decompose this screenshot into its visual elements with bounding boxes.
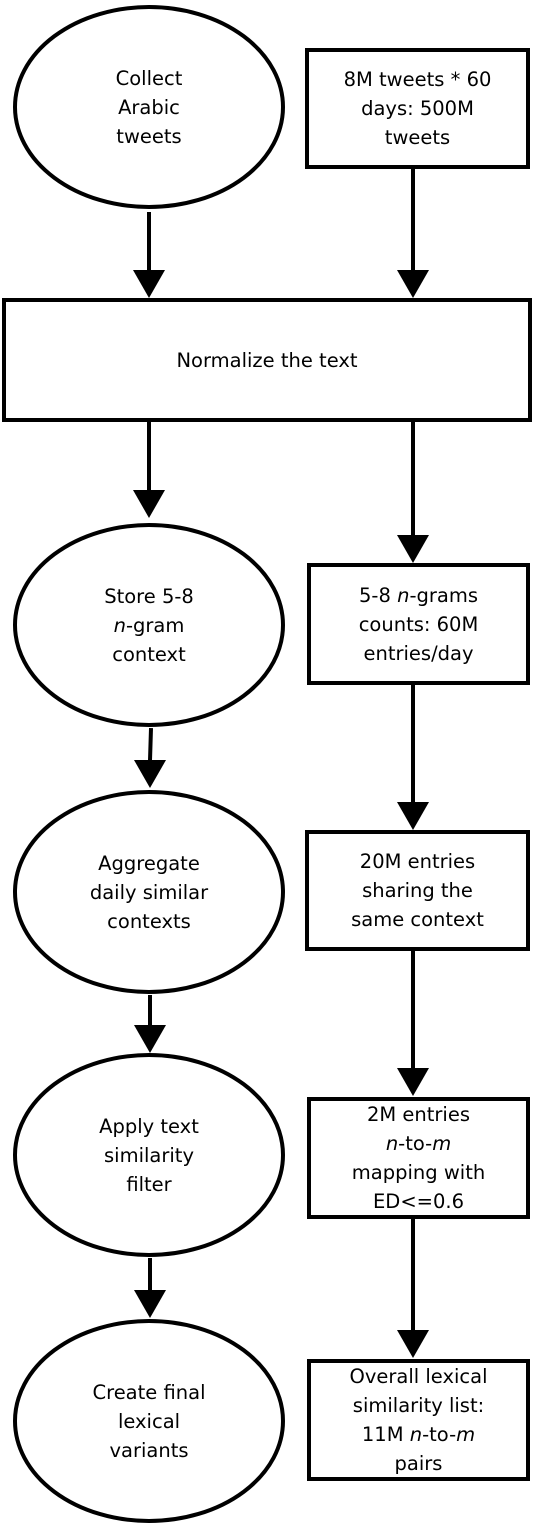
arrow-store-to-aggregate	[148, 727, 153, 761]
entries20m-box	[305, 830, 530, 951]
arrowhead-icon	[397, 535, 429, 563]
normalize-label: Normalize the text	[176, 348, 358, 372]
tweets-label: 8M tweets * 60 days: 500M tweets	[343, 68, 492, 149]
ngrams-label: 5-8 n-grams counts: 60M entries/day	[358, 583, 479, 665]
arrowhead-icon	[134, 1290, 166, 1318]
overall-box	[307, 1359, 530, 1481]
entries2m-label: 2M entries n-to-m mapping with ED<=0.6	[351, 1103, 486, 1213]
arrowhead-icon	[397, 1330, 429, 1358]
arrowhead-icon	[134, 1025, 166, 1053]
arrowhead-icon	[134, 760, 166, 788]
store-label: Store 5-8 n-gram context	[104, 584, 194, 666]
aggregate-ellipse	[13, 790, 285, 994]
arrowhead-icon	[133, 270, 165, 298]
aggregate-label: Aggregate daily similar contexts	[89, 851, 209, 933]
arrowhead-icon	[133, 490, 165, 518]
overall-label: Overall lexical similarity list: 11M n-t…	[349, 1365, 488, 1475]
tweets-box	[305, 48, 530, 169]
ngrams-box	[307, 563, 530, 685]
arrowhead-icon	[397, 1068, 429, 1096]
create-label: Create final lexical variants	[92, 1380, 206, 1462]
normalize-box	[2, 298, 532, 422]
entries20m-label: 20M entries sharing the same context	[351, 850, 484, 931]
apply-label: Apply text similarity filter	[99, 1114, 199, 1196]
create-ellipse	[13, 1319, 285, 1523]
collect-label: Collect Arabic tweets	[115, 66, 183, 148]
arrowhead-icon	[397, 270, 429, 298]
collect-ellipse	[13, 5, 285, 209]
entries2m-box	[307, 1097, 530, 1219]
store-ellipse	[13, 523, 285, 727]
arrowhead-icon	[397, 802, 429, 830]
apply-ellipse	[13, 1053, 285, 1257]
